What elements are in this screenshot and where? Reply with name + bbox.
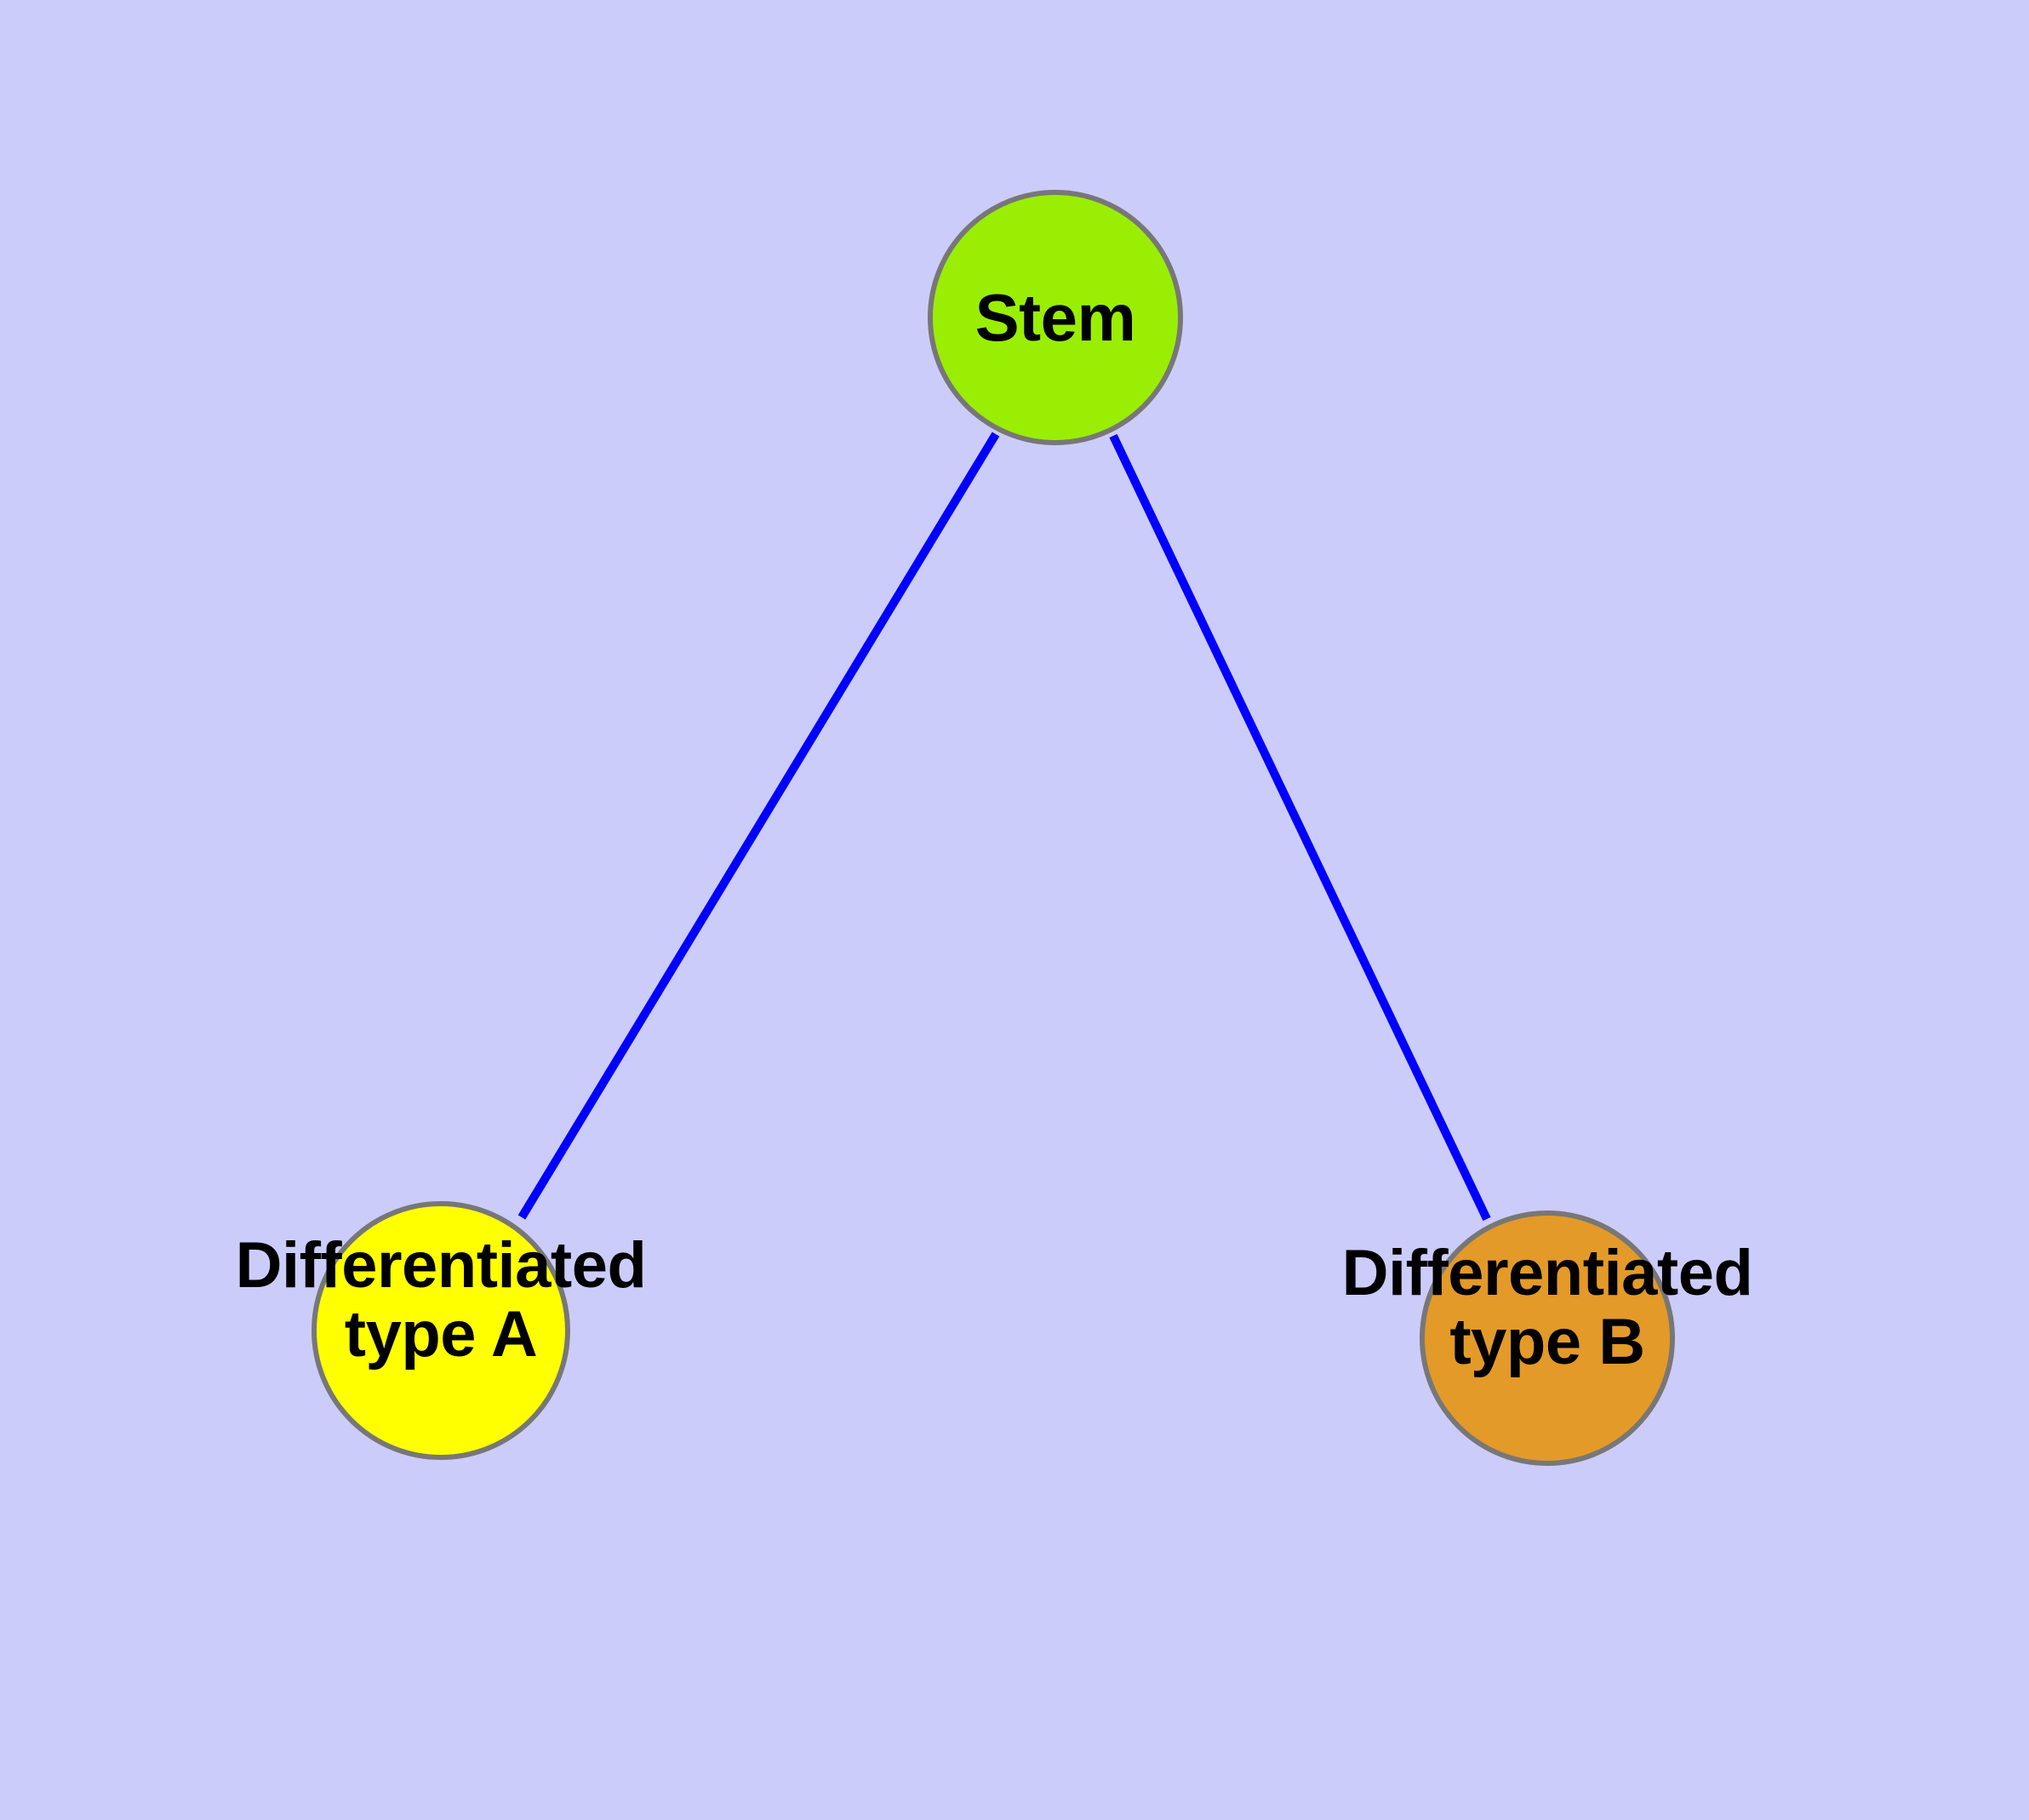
node-differentiated-type-a[interactable] xyxy=(311,1201,570,1460)
edge-stem-to-differentiated-type-a xyxy=(517,432,1000,1220)
node-stem[interactable] xyxy=(928,190,1183,445)
node-differentiated-type-b[interactable] xyxy=(1420,1210,1675,1466)
edge-stem-to-differentiated-type-b xyxy=(1109,433,1491,1222)
